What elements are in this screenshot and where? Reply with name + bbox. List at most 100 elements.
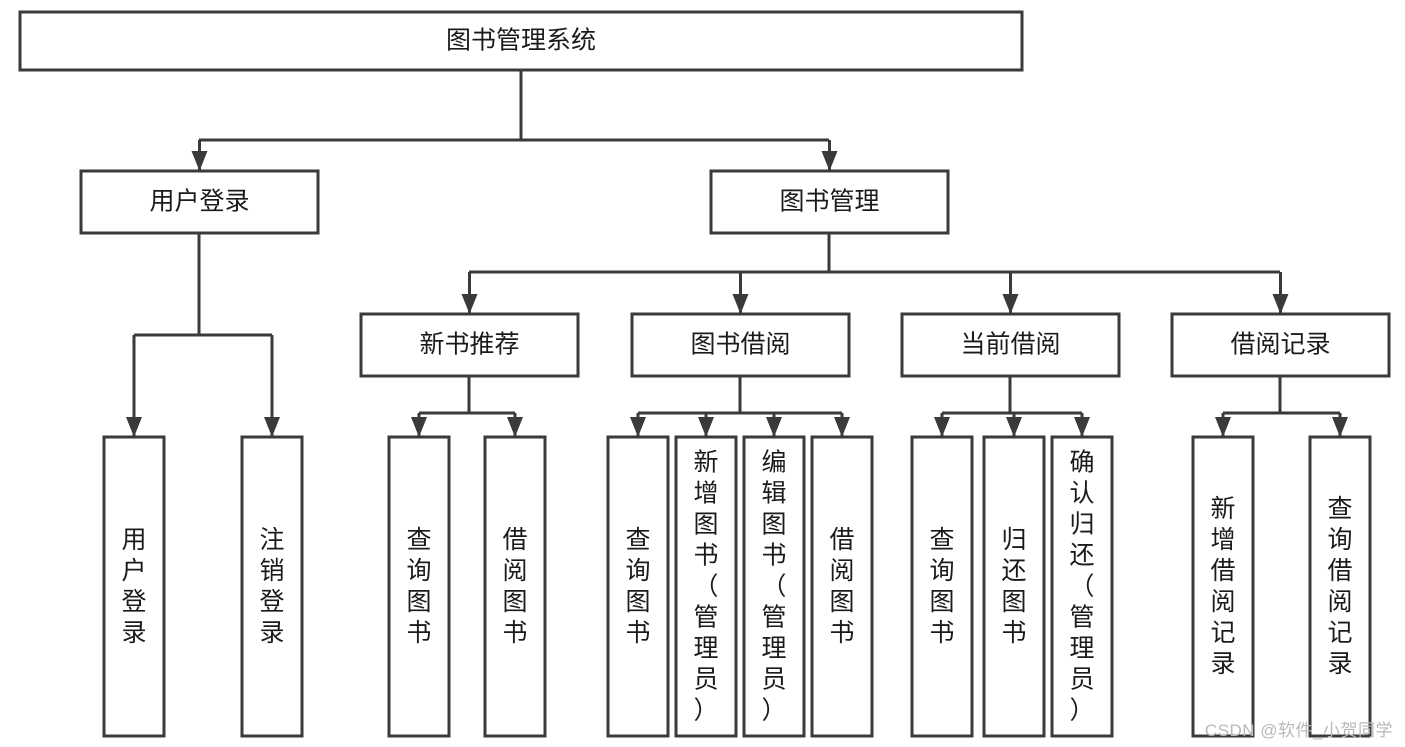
arrow-head-icon: [191, 151, 208, 171]
node-label-char: 录: [1327, 650, 1352, 678]
node-label-char: 书: [829, 619, 854, 647]
csdn-watermark: CSDN @软件_小贺同学: [1204, 721, 1393, 740]
node-borrow-record[interactable]: 借阅记录: [1170, 312, 1391, 378]
node-root[interactable]: 图书管理系统: [18, 10, 1024, 72]
connector-layer: [126, 70, 1348, 437]
edge-current-borrow-to-leaf-query-book-3: [934, 413, 950, 437]
node-label: 新书推荐: [419, 331, 519, 359]
node-label-char: 查: [406, 526, 431, 554]
node-label-char: 书: [929, 619, 954, 647]
node-label-char: 员: [1069, 666, 1094, 694]
node-box: [900, 312, 1121, 378]
node-label-char: 询: [406, 557, 431, 585]
node-label-char: 录: [1210, 650, 1235, 678]
node-box: [742, 435, 806, 738]
arrow-head-icon: [630, 417, 646, 437]
node-book-manage[interactable]: 图书管理: [709, 169, 950, 235]
node-user-login[interactable]: 用户登录: [79, 169, 320, 235]
node-box: [359, 312, 580, 378]
edge-book-borrow-to-leaf-query-book-2: [630, 413, 646, 437]
connector-group-bus-current-borrow: [942, 376, 1082, 415]
node-label-char: 图: [1001, 588, 1026, 616]
node-label-char: 借: [1210, 557, 1235, 585]
node-box: [709, 169, 950, 235]
node-label-char: 书: [1001, 619, 1026, 647]
node-label-char: 询: [929, 557, 954, 585]
node-label-char: 借: [829, 526, 854, 554]
arrow-head-icon: [1215, 417, 1231, 437]
edge-root-to-user-login: [191, 140, 208, 171]
node-label: 图书借阅: [690, 331, 790, 359]
node-label-char: 书: [502, 619, 527, 647]
node-label-char: （: [761, 573, 786, 601]
node-label-char: 录: [259, 619, 284, 647]
node-label-char: 新: [693, 449, 718, 477]
arrow-head-icon: [834, 417, 850, 437]
node-label: 用户登录: [149, 188, 249, 216]
arrow-head-icon: [1272, 294, 1289, 314]
node-label-char: 阅: [502, 557, 527, 585]
node-label-char: 录: [121, 619, 146, 647]
edge-root-to-book-manage: [821, 140, 838, 171]
arrow-head-icon: [1002, 294, 1019, 314]
connector-group-bus-new-book: [419, 376, 515, 415]
node-box: [1308, 435, 1372, 738]
arrow-head-icon: [126, 417, 142, 437]
node-current-borrow[interactable]: 当前借阅: [900, 312, 1121, 378]
node-label-char: 图: [625, 588, 650, 616]
edge-book-borrow-to-leaf-borrow-book-2: [834, 413, 850, 437]
node-label-char: 理: [761, 635, 786, 663]
arrow-head-icon: [1006, 417, 1022, 437]
node-label-char: 书: [406, 619, 431, 647]
node-box: [630, 312, 851, 378]
node-leaf-user-login[interactable]: 用户登录: [102, 435, 166, 738]
node-label-char: 记: [1210, 619, 1235, 647]
node-label-char: 查: [929, 526, 954, 554]
arrow-head-icon: [698, 417, 714, 437]
edge-book-borrow-to-leaf-edit-book: [766, 413, 782, 437]
node-label-char: 图: [406, 588, 431, 616]
edge-borrow-record-to-leaf-add-record: [1215, 413, 1231, 437]
arrow-head-icon: [461, 294, 478, 314]
node-book-borrow[interactable]: 图书借阅: [630, 312, 851, 378]
edge-current-borrow-to-leaf-return-book: [1006, 413, 1022, 437]
node-label-char: ）: [1069, 697, 1094, 725]
node-label-char: 新: [1210, 495, 1235, 523]
node-box: [18, 10, 1024, 72]
node-label-char: 阅: [1327, 588, 1352, 616]
node-label-char: 借: [1327, 557, 1352, 585]
node-label-char: 编: [761, 449, 786, 477]
node-label-char: 员: [761, 666, 786, 694]
node-label-char: 阅: [829, 557, 854, 585]
node-box: [483, 435, 547, 738]
node-label-char: 户: [121, 557, 146, 585]
node-box: [910, 435, 974, 738]
node-label-char: 员: [693, 666, 718, 694]
edge-current-borrow-to-leaf-confirm-return: [1074, 413, 1090, 437]
arrow-head-icon: [732, 294, 749, 314]
edge-user-login-to-leaf-user-logout: [264, 335, 280, 437]
node-label-char: 图: [829, 588, 854, 616]
node-label-char: 管: [693, 604, 718, 632]
node-label-char: （: [1069, 573, 1094, 601]
node-label-char: 还: [1001, 557, 1026, 585]
node-new-book-recommend[interactable]: 新书推荐: [359, 312, 580, 378]
arrow-head-icon: [264, 417, 280, 437]
arrow-head-icon: [411, 417, 427, 437]
node-box: [1050, 435, 1114, 738]
node-label: 图书管理系统: [446, 27, 596, 55]
node-label-char: 书: [693, 542, 718, 570]
